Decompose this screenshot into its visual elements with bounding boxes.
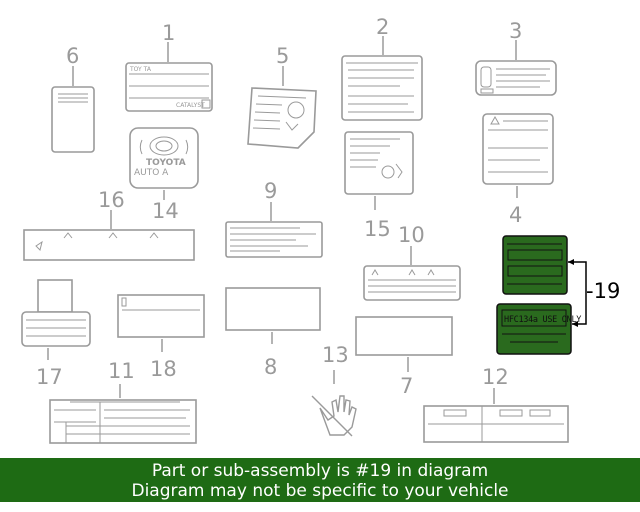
part-9-label[interactable] xyxy=(225,221,323,258)
emblem-brand-text: TOYOTA xyxy=(146,158,186,168)
callout-11[interactable]: 11 xyxy=(108,359,135,383)
part-18-label[interactable] xyxy=(117,294,205,338)
part-5-label[interactable] xyxy=(247,87,317,149)
part-12-label[interactable] xyxy=(423,405,569,443)
callout-8[interactable]: 8 xyxy=(264,355,277,379)
callout-15[interactable]: 15 xyxy=(364,217,391,241)
emblem-sub-text: AUTO A xyxy=(134,168,169,178)
callout-12[interactable]: 12 xyxy=(482,365,509,389)
part-15-label[interactable] xyxy=(344,131,414,195)
part-7-label[interactable] xyxy=(355,316,453,356)
part-10-label[interactable] xyxy=(363,265,461,301)
callout-16[interactable]: 16 xyxy=(98,188,125,212)
ac-refrigerant-text: HFC134a USE ONLY xyxy=(504,315,581,325)
emission-label-top-text: TOY TA xyxy=(129,66,152,73)
part-6-label[interactable] xyxy=(51,86,95,153)
part-19-label-lower[interactable]: HFC134a USE ONLY xyxy=(496,303,582,355)
part-4-label[interactable] xyxy=(482,113,554,185)
part-13-no-touch-symbol[interactable] xyxy=(311,395,357,437)
callout-13[interactable]: 13 xyxy=(322,343,349,367)
callout-17[interactable]: 17 xyxy=(36,365,63,389)
callout-5[interactable]: 5 xyxy=(276,44,289,68)
part-11-label[interactable] xyxy=(49,399,197,444)
part-2-label[interactable] xyxy=(341,55,423,121)
banner-line-2: Diagram may not be specific to your vehi… xyxy=(131,481,509,501)
part-3-label[interactable] xyxy=(475,60,557,96)
emission-label-bottom-text: CATALYST xyxy=(176,102,205,109)
part-14-emblem-label[interactable]: TOYOTA AUTO A xyxy=(129,127,199,189)
callout-14[interactable]: 14 xyxy=(152,199,179,223)
callout-3[interactable]: 3 xyxy=(509,19,522,43)
callout-10[interactable]: 10 xyxy=(398,223,425,247)
callout-6[interactable]: 6 xyxy=(66,44,79,68)
banner-line-1: Part or sub-assembly is #19 in diagram xyxy=(151,461,489,481)
part-1-emission-label[interactable]: TOY TA CATALYST xyxy=(125,62,213,112)
part-19-label-upper[interactable] xyxy=(502,235,568,295)
callout-2[interactable]: 2 xyxy=(376,15,389,39)
info-banner: Part or sub-assembly is #19 in diagram D… xyxy=(0,458,640,502)
callout-18[interactable]: 18 xyxy=(150,357,177,381)
parts-diagram: 6 TOY TA CATALYST 1 5 2 xyxy=(21,15,620,444)
callout-4[interactable]: 4 xyxy=(509,203,522,227)
part-16-label[interactable] xyxy=(23,229,195,261)
callout-19[interactable]: -19 xyxy=(586,279,620,303)
callout-19-bracket xyxy=(568,261,587,325)
part-8-label[interactable] xyxy=(225,287,321,331)
callout-7[interactable]: 7 xyxy=(400,374,413,398)
callout-9[interactable]: 9 xyxy=(264,179,277,203)
part-17-label[interactable] xyxy=(21,279,91,347)
callout-1[interactable]: 1 xyxy=(162,21,175,45)
